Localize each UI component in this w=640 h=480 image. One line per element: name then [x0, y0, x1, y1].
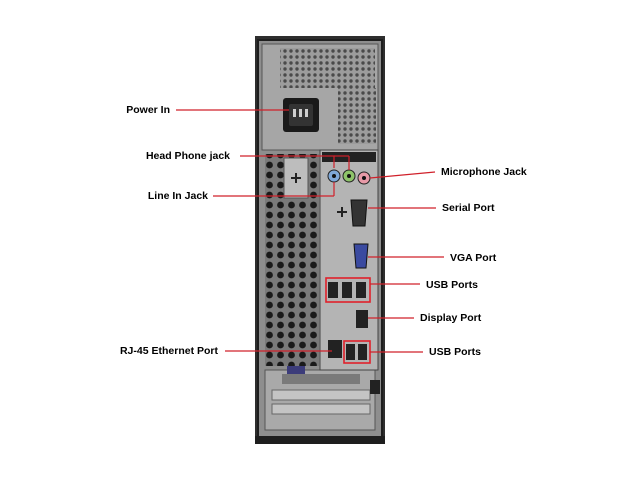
audio-jacks: [327, 169, 371, 185]
label-head-phone-jack: Head Phone jack: [145, 150, 230, 162]
label-display-port: Display Port: [420, 312, 482, 324]
serial-port-connector: [337, 199, 368, 227]
usb-ports-upper-connectors: [325, 277, 371, 303]
label-line-in-jack: Line In Jack: [147, 190, 208, 202]
label-microphone-jack: Microphone Jack: [441, 166, 527, 178]
power-supply-area: [261, 43, 379, 151]
label-vga-port: VGA Port: [450, 252, 497, 264]
vga-port-connector: [353, 243, 369, 269]
label-usb-ports-upper: USB Ports: [426, 279, 478, 291]
io-plate: [319, 149, 379, 371]
label-serial-port: Serial Port: [442, 202, 495, 214]
label-power-in: Power In: [126, 104, 170, 116]
power-socket-icon: [283, 98, 319, 132]
expansion-slots: [264, 366, 380, 431]
label-usb-ports-lower: USB Ports: [429, 346, 481, 358]
label-rj45-ethernet-port: RJ-45 Ethernet Port: [119, 345, 218, 357]
leader-microphone: [369, 171, 436, 179]
hexagonal-vent-grille: [265, 154, 319, 366]
leader-lines: [176, 109, 444, 353]
display-port-connector: [356, 310, 368, 328]
